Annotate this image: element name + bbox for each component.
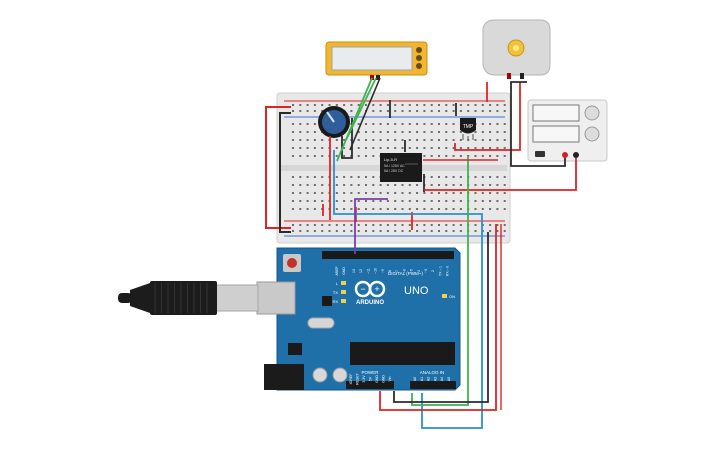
status-led	[341, 281, 346, 285]
usb-cable[interactable]	[118, 281, 259, 315]
pin-label-a1: A1	[420, 377, 424, 381]
pin-label-p6: Vin	[388, 376, 392, 381]
tmp-sensor-label: TMP	[463, 124, 474, 130]
digital-pwm-label: DIGITAL (PWM~)	[388, 271, 423, 276]
pin-label-d13: RX←0	[446, 266, 450, 276]
arduino-status-leds: L TX RX	[332, 281, 346, 304]
relay-line-2: 5A / 125V AC	[384, 164, 405, 168]
pin-label-d1: 12	[359, 269, 363, 273]
status-led	[341, 299, 346, 303]
pin-label-a0: A0	[413, 377, 417, 381]
pin-label-d7: ~6	[402, 269, 406, 273]
pin-label-p4: GND	[375, 375, 379, 383]
pin-label-d0: 13	[352, 269, 356, 273]
lcd-display[interactable]	[325, 41, 428, 80]
pin-label-d10: ~3	[424, 269, 428, 273]
reset-button[interactable]	[287, 258, 297, 268]
power-supply[interactable]	[527, 99, 608, 162]
svg-text:−: −	[360, 284, 365, 294]
pin-label-a4: A4	[440, 377, 444, 381]
pin-label-a2: A2	[427, 377, 431, 381]
pin-label-p1: RESET	[356, 372, 360, 385]
status-led	[341, 290, 346, 294]
pin-label-d9: 4	[417, 270, 421, 272]
on-led-label: ON	[449, 294, 455, 299]
pin-label-d12: TX→1	[438, 266, 442, 276]
wires	[265, 77, 577, 429]
pin-label-p0: IOREF	[349, 374, 353, 385]
pin-label-d4: ~9	[381, 269, 385, 273]
led-label-tx: TX	[333, 290, 338, 295]
led-label-rx: RX	[332, 299, 338, 304]
pin-label-d6: 7	[395, 270, 399, 272]
pin-label-d3: ~10	[374, 268, 378, 274]
arduino-uno[interactable]: − + ARDUINO UNO DIGITAL (PWM~) POWER ANA…	[256, 247, 461, 391]
led-label-l: L	[336, 281, 339, 286]
pin-label-aref: AREF	[335, 266, 339, 275]
svg-text:+: +	[374, 284, 379, 294]
arduino-infinity-logo: − +	[354, 280, 386, 298]
arduino-logo-text: ARDUINO	[356, 300, 384, 306]
pin-label-p2: 3.3V	[362, 375, 366, 383]
dc-motor[interactable]	[482, 19, 551, 79]
relay-line-3: 5A / 28V DC	[384, 169, 404, 173]
pin-label-a3: A3	[433, 377, 437, 381]
tmp-sensor[interactable]: TMP	[460, 118, 476, 140]
relay-line-1: Lip-5-R	[384, 157, 397, 162]
power-header-label: POWER	[361, 370, 379, 375]
pin-label-d5: 8	[388, 270, 392, 272]
pin-label-d11: 2	[431, 270, 435, 272]
analog-in-label: ANALOG IN	[420, 370, 445, 375]
pin-label-p3: 5V	[369, 376, 373, 381]
potentiometer[interactable]	[318, 106, 350, 138]
relay[interactable]: Lip-5-R 5A / 125V AC 5A / 28V DC	[380, 153, 422, 182]
usb-cable-ridges	[154, 283, 208, 313]
pin-label-p5: GND	[382, 375, 386, 383]
pin-label-a5: A5	[447, 377, 451, 381]
pin-label-d8: ~5	[410, 269, 414, 273]
pin-label-gnd: GND	[342, 267, 346, 275]
pin-label-d2: ~11	[366, 268, 370, 274]
arduino-model-label: UNO	[404, 285, 429, 297]
